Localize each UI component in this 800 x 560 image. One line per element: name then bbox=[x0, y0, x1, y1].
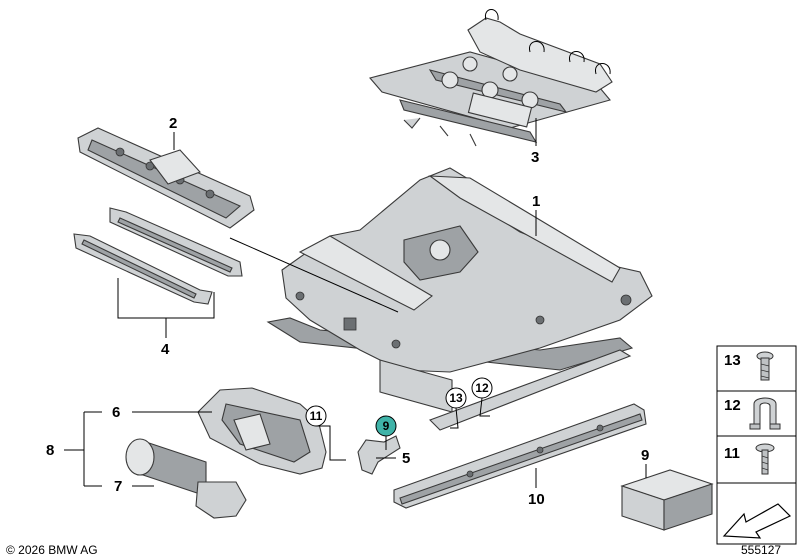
callout-5: 5 bbox=[402, 450, 410, 467]
part-4-side-rails[interactable] bbox=[73, 207, 243, 305]
circled-11-label: 11 bbox=[310, 409, 323, 423]
part-3-linkage[interactable] bbox=[369, 9, 613, 147]
circled-11[interactable] bbox=[305, 405, 327, 427]
circled-13-label: 13 bbox=[449, 391, 463, 405]
arrow-icon bbox=[722, 503, 792, 539]
legend-row-13[interactable]: 13 bbox=[724, 351, 774, 381]
legend-label-12: 12 bbox=[724, 397, 741, 414]
part-2-seat-pan[interactable] bbox=[77, 127, 255, 229]
callout-9: 9 bbox=[641, 447, 649, 464]
bolt-icon bbox=[756, 351, 774, 381]
legend-row-12[interactable]: 12 bbox=[724, 397, 781, 430]
legend-label-11: 11 bbox=[724, 445, 740, 462]
legend-row-11[interactable]: 11 bbox=[724, 443, 775, 475]
callout-1: 1 bbox=[532, 193, 540, 210]
callout-labels: 1 2 3 4 5 6 7 8 9 10 bbox=[46, 115, 649, 508]
screw-icon bbox=[755, 443, 775, 475]
callout-8: 8 bbox=[46, 442, 54, 459]
part-6-housing[interactable] bbox=[197, 387, 327, 475]
part-7-cylinder[interactable] bbox=[125, 438, 247, 519]
part-5-bracket[interactable] bbox=[357, 435, 401, 475]
callout-7: 7 bbox=[114, 478, 122, 495]
legend-label-13: 13 bbox=[724, 352, 741, 369]
callout-10: 10 bbox=[528, 491, 545, 508]
callout-4: 4 bbox=[161, 341, 170, 358]
legend-panel: 13 12 11 bbox=[716, 345, 797, 545]
circled-12-label: 12 bbox=[475, 381, 489, 395]
circled-9-label: 9 bbox=[383, 419, 390, 433]
leader-lines bbox=[64, 118, 647, 488]
callout-2: 2 bbox=[169, 115, 177, 132]
circled-references: 9 11 12 13 bbox=[305, 377, 493, 437]
circled-9-highlight[interactable] bbox=[375, 415, 397, 437]
circled-13[interactable] bbox=[445, 387, 467, 409]
copyright-text: © 2026 BMW AG bbox=[6, 543, 98, 557]
clip-icon bbox=[749, 397, 781, 430]
part-9-box[interactable] bbox=[620, 469, 714, 531]
part-10-rail[interactable] bbox=[393, 403, 647, 509]
callout-3: 3 bbox=[531, 149, 539, 166]
callout-6: 6 bbox=[112, 404, 120, 421]
circled-12[interactable] bbox=[471, 377, 493, 399]
part-1-seat-frame[interactable] bbox=[266, 167, 653, 431]
diagram-number: 555127 bbox=[741, 543, 781, 557]
